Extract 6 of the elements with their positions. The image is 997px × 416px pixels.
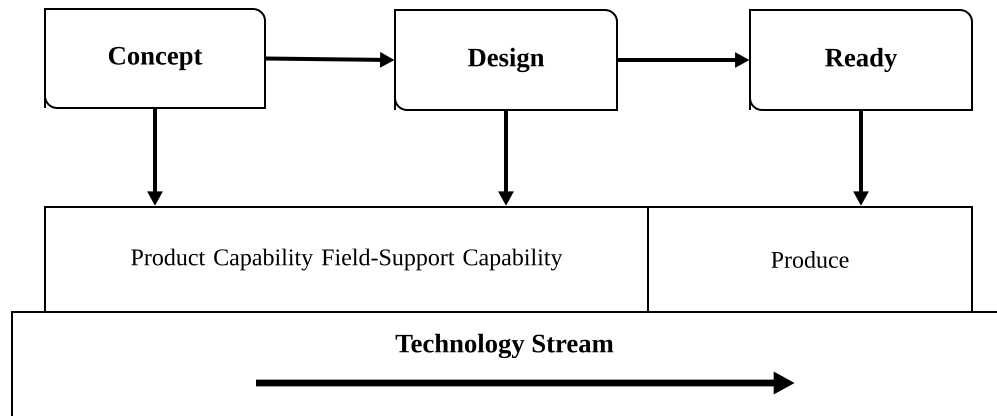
capability-box: Produce <box>647 206 973 313</box>
stream-band: Technology Stream <box>11 311 997 416</box>
stage-box: Design <box>394 9 618 111</box>
stage-box: Ready <box>749 9 973 111</box>
stage-box: Concept <box>44 8 266 109</box>
capability-box: Product Capability Field-Support Capability <box>44 206 649 313</box>
